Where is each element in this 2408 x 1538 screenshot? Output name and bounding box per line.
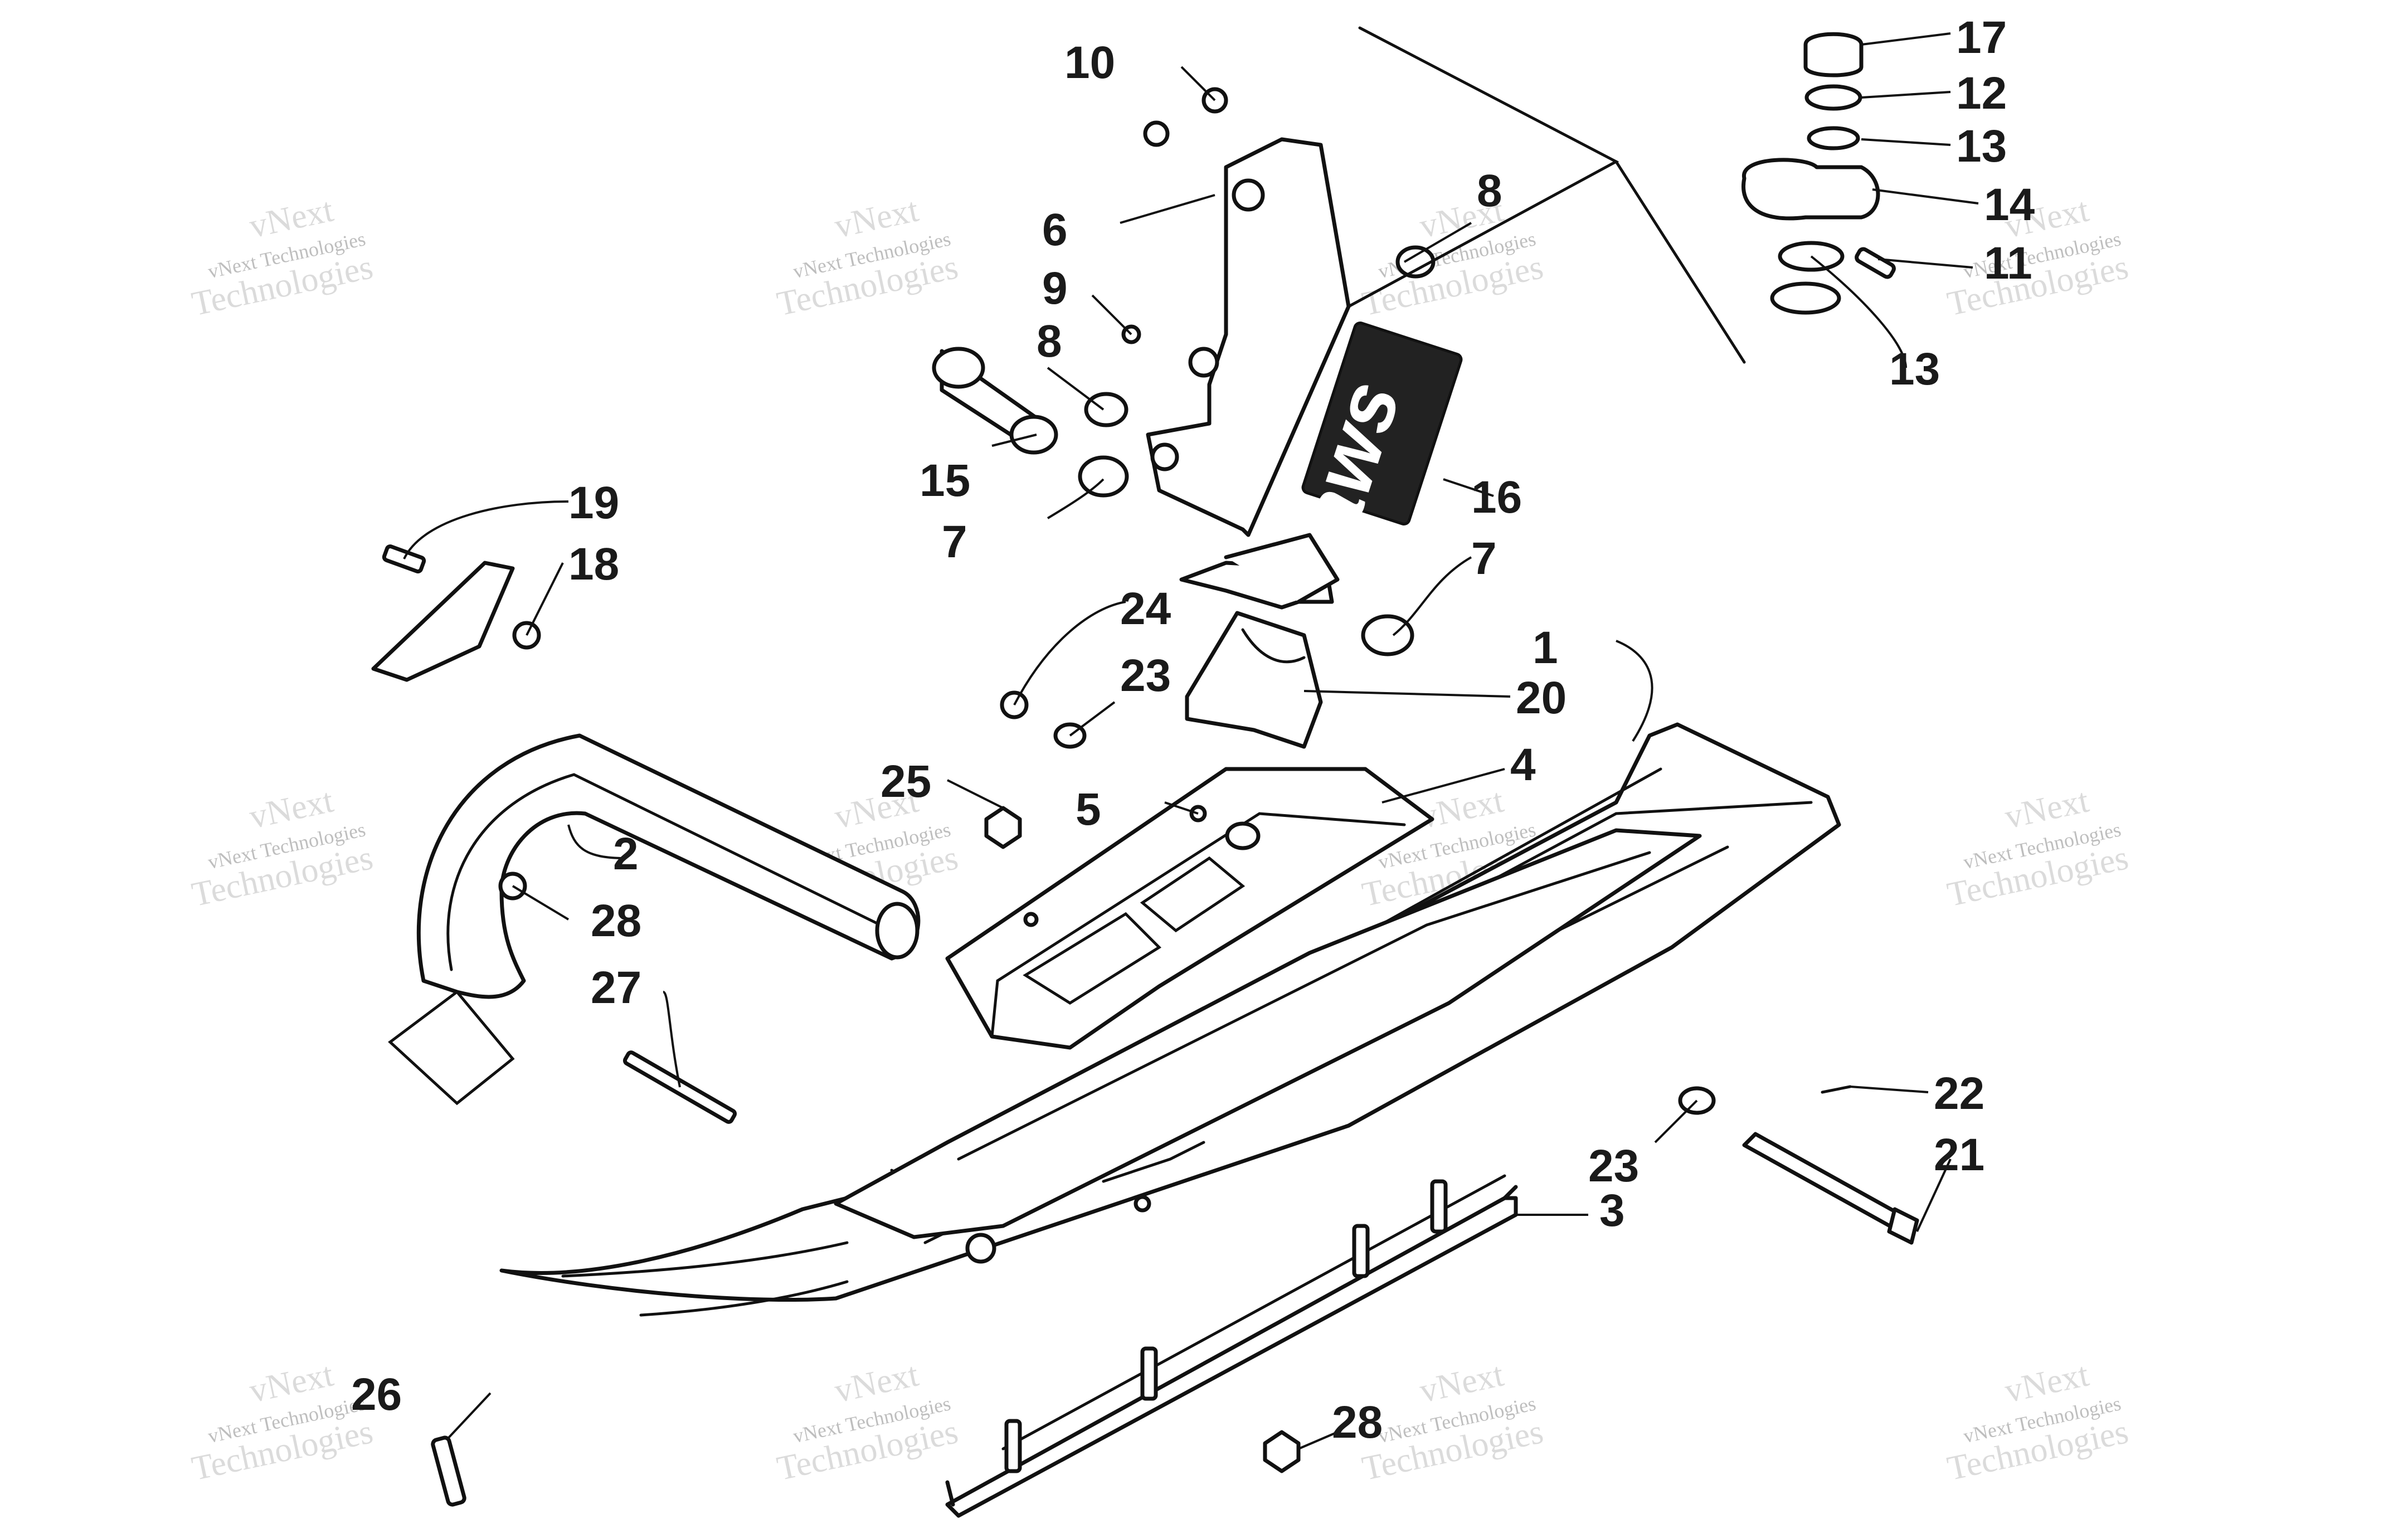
callout-5: 5	[1076, 784, 1101, 835]
callout-23b: 23	[1588, 1141, 1639, 1191]
watermark: vNext vNext Technologies Technologies	[188, 782, 376, 914]
callout-26: 26	[351, 1369, 402, 1420]
watermark: vNext vNext Technologies Technologies	[1944, 1356, 2132, 1488]
part-saddle	[945, 767, 1434, 1050]
callout-2: 2	[613, 829, 639, 879]
watermarks: vNext vNext Technologies Technologies vN…	[188, 191, 2132, 1488]
part-bracket	[371, 544, 541, 682]
callout-24: 24	[1120, 583, 1171, 634]
callout-8b: 8	[1037, 316, 1062, 367]
callout-17: 17	[1956, 12, 2007, 63]
callout-13b: 13	[1956, 121, 2007, 172]
callout-9: 9	[1042, 263, 1068, 314]
watermark: vNext vNext Technologies Technologies	[188, 1356, 376, 1488]
callout-23a: 23	[1120, 650, 1171, 701]
part-ski-channel	[834, 828, 1702, 1264]
callout-15: 15	[920, 455, 970, 506]
callout-21: 21	[1934, 1130, 1984, 1180]
callout-7a: 7	[942, 517, 967, 567]
watermark: vNext vNext Technologies Technologies	[188, 191, 376, 324]
callout-12: 12	[1956, 68, 2007, 119]
part-rubber-block	[1185, 611, 1323, 749]
callout-25: 25	[880, 756, 931, 807]
stud	[1004, 1179, 1448, 1473]
callout-16: 16	[1471, 472, 1522, 523]
callout-1: 1	[1533, 622, 1558, 673]
part-spindle	[1146, 137, 1351, 610]
callout-28a: 28	[591, 895, 641, 946]
part-ski-loop	[416, 733, 921, 999]
callout-18: 18	[568, 539, 619, 590]
part-wear-bar	[945, 1174, 1518, 1518]
callout-11: 11	[1984, 238, 2032, 289]
callout-19: 19	[568, 478, 619, 528]
callout-3: 3	[1599, 1185, 1625, 1236]
callout-28b: 28	[1332, 1397, 1383, 1448]
leader-lines	[388, 26, 1979, 1450]
callout-4: 4	[1510, 739, 1536, 790]
callout-8a: 8	[1477, 166, 1502, 216]
watermark: vNext vNext Technologies Technologies	[774, 191, 961, 324]
part-small-hardware	[1121, 87, 1228, 344]
callout-10: 10	[1064, 37, 1115, 88]
part-bushing	[1078, 245, 1436, 656]
callout-22: 22	[1934, 1068, 1984, 1119]
callout-20: 20	[1516, 673, 1567, 723]
watermark: vNext vNext Technologies Technologies	[774, 1356, 961, 1488]
callout-13a: 13	[1889, 344, 1940, 395]
part-long-bolt	[1678, 1085, 1919, 1245]
callout-14: 14	[1984, 179, 2035, 230]
watermark: vNext vNext Technologies Technologies	[1944, 782, 2132, 914]
callouts: 1 2 3 4 5 6 7 7 8 8 9 10 11 12 13 13 14 …	[351, 12, 2035, 1448]
callout-27: 27	[591, 962, 641, 1013]
callout-6: 6	[1042, 205, 1068, 255]
part-steering-clamp	[1741, 32, 1896, 315]
callout-7b: 7	[1471, 533, 1497, 584]
